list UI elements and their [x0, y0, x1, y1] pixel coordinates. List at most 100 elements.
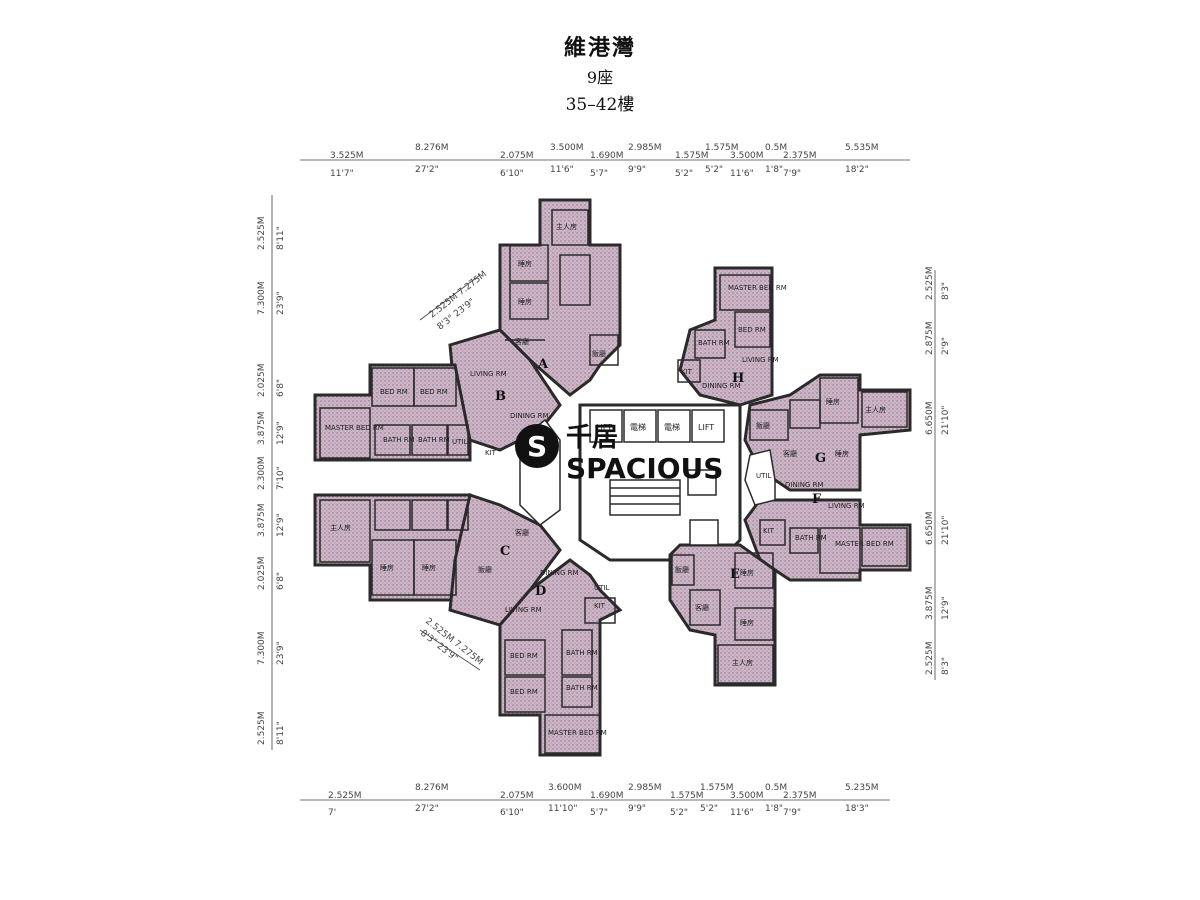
dim-right-m: 2.525M	[925, 641, 935, 675]
dim-bottom-ft: 5'2"	[670, 808, 688, 818]
room-living-g: 客廳	[783, 449, 797, 458]
room-dining-f: DINING RM	[785, 481, 824, 489]
dim-top-ft: 5'2"	[675, 169, 693, 179]
partitions	[319, 209, 908, 754]
block-number: 9座	[586, 68, 614, 87]
dim-left-ft: 8'11"	[276, 226, 286, 250]
dim-top-m: 2.075M	[500, 151, 534, 161]
room-util-d: UTIL	[594, 584, 609, 592]
room-util-f: UTIL	[756, 472, 771, 480]
spacious-brand-en: SPACIOUS	[566, 452, 723, 485]
lift-label-4: LIFT	[698, 423, 714, 432]
dim-right-m: 6.650M	[925, 401, 935, 435]
dim-top-m: 3.500M	[730, 151, 764, 161]
dim-bottom-ft: 27'2"	[415, 804, 439, 814]
diagonal-dimensions	[419, 274, 481, 671]
room-kit-d: KIT	[594, 602, 606, 610]
dim-bottom-m: 1.690M	[590, 791, 624, 801]
room-bed-h: BED RM	[738, 326, 766, 334]
room-main-bed-c: 主人房	[330, 523, 351, 532]
dim-left-ft: 12'9"	[276, 421, 286, 445]
dim-right-ft: 8'3"	[941, 282, 951, 300]
room-living-b: LIVING RM	[470, 370, 507, 378]
dims-bottom: 2.525M7'8.276M27'2"2.075M6'10"3.600M11'1…	[328, 783, 879, 818]
dim-right-ft: 21'10"	[941, 405, 951, 435]
room-main-bed-e: 主人房	[732, 658, 753, 667]
room-dining-e: 飯廳	[675, 565, 689, 574]
dim-bottom-ft: 7'	[328, 808, 336, 818]
dim-left-ft: 7'10"	[276, 466, 286, 490]
spacious-logo-char: S	[527, 430, 547, 463]
dim-top-ft: 18'2"	[845, 165, 869, 175]
estate-name: 維港灣	[563, 35, 636, 61]
dim-bottom-m: 1.575M	[700, 783, 734, 793]
dim-top-m: 1.575M	[705, 143, 739, 153]
dim-top-ft: 7'9"	[783, 169, 801, 179]
dim-bottom-m: 8.276M	[415, 783, 449, 793]
staircase	[609, 479, 681, 516]
room-dining-a: 飯廳	[592, 349, 606, 358]
lift-4	[691, 409, 725, 443]
lift-3	[657, 409, 691, 443]
dim-bottom-m: 2.525M	[328, 791, 362, 801]
dim-top-ft: 5'2"	[705, 165, 723, 175]
dim-bottom-m: 5.235M	[845, 783, 879, 793]
room-bed-a1: 睡房	[518, 259, 532, 268]
room-living-f: LIVING RM	[828, 502, 865, 510]
room-master-h: MASTER BED RM	[728, 284, 787, 292]
dim-left-ft: 23'9"	[276, 291, 286, 315]
room-bed-a2: 睡房	[518, 297, 532, 306]
unit-label-h: H	[732, 371, 744, 386]
dim-left-ft: 23'9"	[276, 641, 286, 665]
room-bed-d2: BED RM	[510, 688, 538, 696]
room-living-d: LIVING RM	[505, 606, 542, 614]
dim-left-m: 2.525M	[257, 216, 267, 250]
room-bed-g2: 睡房	[835, 449, 849, 458]
room-dining-c: 飯廳	[478, 565, 492, 574]
dim-left-ft: 6'8"	[276, 572, 286, 590]
dim-left-m: 3.875M	[257, 411, 267, 445]
dims-top: 3.525M11'7"8.276M27'2"2.075M6'10"3.500M1…	[330, 143, 879, 179]
lift-label-1: LIFT	[596, 423, 612, 432]
dim-top-m: 5.535M	[845, 143, 879, 153]
dim-top-ft: 9'9"	[628, 165, 646, 175]
dim-bottom-m: 1.575M	[670, 791, 704, 801]
room-bed-c2: 睡房	[422, 563, 436, 572]
unit-e-wing	[668, 543, 777, 687]
room-bed-b2: BED RM	[420, 388, 448, 396]
floor-range: 35–42樓	[565, 95, 635, 115]
dim-bottom-m: 3.500M	[730, 791, 764, 801]
unit-label-c: C	[500, 544, 510, 559]
dim-top-m: 2.375M	[783, 151, 817, 161]
room-bed-g1: 睡房	[826, 397, 840, 406]
dim-bottom-ft: 11'6"	[730, 808, 754, 818]
dim-left-m: 7.300M	[257, 631, 267, 665]
dim-top-m: 3.500M	[550, 143, 584, 153]
dim-left-m: 2.525M	[257, 711, 267, 745]
room-kit-f: KIT	[763, 527, 775, 535]
room-bath-f: BATH RM	[795, 534, 827, 542]
room-bath-h: BATH RM	[698, 339, 730, 347]
room-living-a: 客廳	[515, 337, 529, 346]
room-dining-d: DINING RM	[540, 569, 579, 577]
dim-bottom-m: 0.5M	[765, 783, 787, 793]
dim-left-m: 3.875M	[257, 503, 267, 537]
dim-left-m: 7.300M	[257, 281, 267, 315]
dim-left-ft: 8'11"	[276, 721, 286, 745]
room-kit-b: KIT	[485, 449, 497, 457]
dim-right-ft: 2'9"	[941, 337, 951, 355]
dim-left-m: 2.300M	[257, 456, 267, 490]
dim-top-ft: 11'6"	[550, 165, 574, 175]
dim-bottom-ft: 11'10"	[548, 804, 578, 814]
unit-label-e: E	[730, 567, 740, 582]
dim-bottom-ft: 18'3"	[845, 804, 869, 814]
lift-label-2: 電梯	[630, 422, 646, 432]
room-bed-b1: BED RM	[380, 388, 408, 396]
dim-bottom-ft: 5'7"	[590, 808, 608, 818]
room-bed-d1: BED RM	[510, 652, 538, 660]
dim-right-m: 2.875M	[925, 321, 935, 355]
lift-core	[519, 409, 776, 546]
room-living-c: 客廳	[515, 528, 529, 537]
